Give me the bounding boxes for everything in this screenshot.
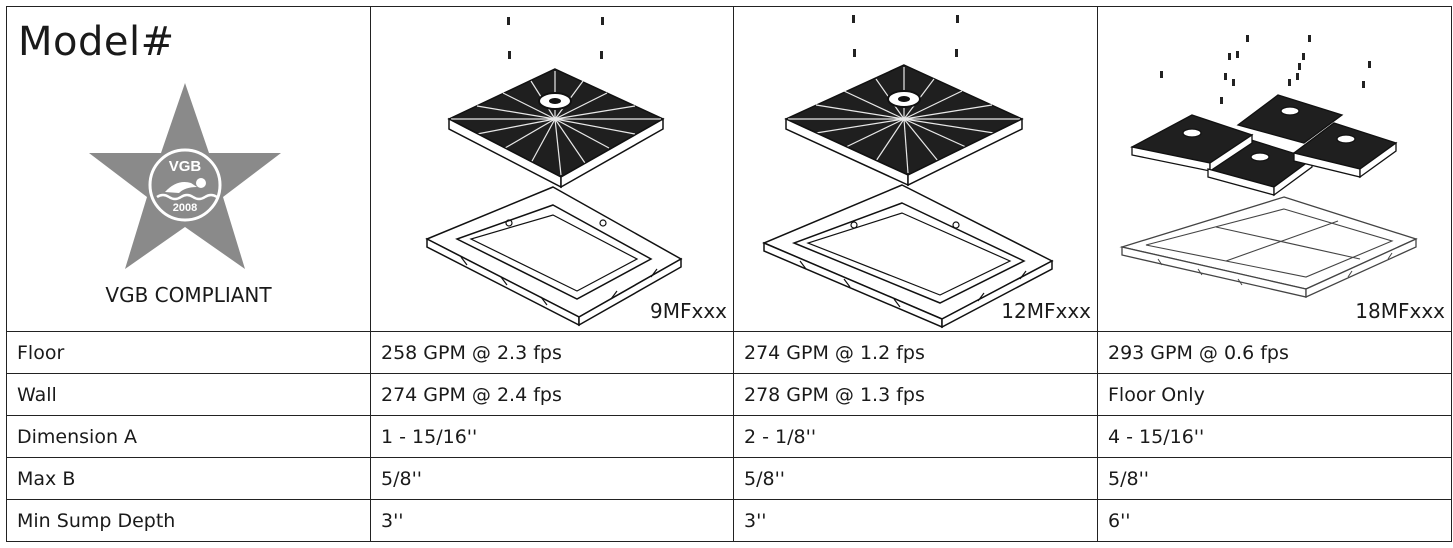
model-code-12mf: 12MFxxx <box>1001 299 1091 323</box>
swimmer-icon <box>156 178 218 201</box>
product-cell-18mf: 18MFxxx <box>1097 6 1452 332</box>
row-label: Dimension A <box>6 415 371 458</box>
row-value: 3'' <box>370 499 734 542</box>
product-cell-12mf: 12MFxxx <box>733 6 1098 332</box>
row-label: Wall <box>6 373 371 416</box>
table-row: Floor 258 GPM @ 2.3 fps 274 GPM @ 1.2 fp… <box>6 331 1452 374</box>
row-value: 5/8'' <box>1097 457 1452 500</box>
row-label: Floor <box>6 331 371 374</box>
model-code-9mf: 9MFxxx <box>650 299 727 323</box>
row-value: 4 - 15/16'' <box>1097 415 1452 458</box>
row-value: 5/8'' <box>733 457 1098 500</box>
badge-year-text: 2008 <box>173 202 197 214</box>
quad-drain-cover-exploded-icon <box>1119 35 1418 299</box>
row-value: Floor Only <box>1097 373 1452 416</box>
row-value: 1 - 15/16'' <box>370 415 734 458</box>
row-label: Min Sump Depth <box>6 499 371 542</box>
product-cell-9mf: 9MFxxx <box>370 6 734 332</box>
square-drain-cover-exploded-icon <box>425 17 683 327</box>
table-row: Max B 5/8'' 5/8'' 5/8'' <box>6 457 1452 500</box>
row-value: 2 - 1/8'' <box>733 415 1098 458</box>
square-drain-cover-exploded-icon <box>762 15 1054 329</box>
row-value: 3'' <box>733 499 1098 542</box>
vgb-star-icon: VGB 2008 <box>89 83 281 269</box>
row-value: 278 GPM @ 1.3 fps <box>733 373 1098 416</box>
row-value: 6'' <box>1097 499 1452 542</box>
badge-top-text: VGB <box>169 158 202 175</box>
row-value: 258 GPM @ 2.3 fps <box>370 331 734 374</box>
spec-table: Model# VGB 2008 VGB COMPLIANT <box>6 6 1452 542</box>
model-code-18mf: 18MFxxx <box>1355 299 1445 323</box>
table-row: Wall 274 GPM @ 2.4 fps 278 GPM @ 1.3 fps… <box>6 373 1452 416</box>
model-header-cell: Model# VGB 2008 VGB COMPLIANT <box>6 6 371 332</box>
row-label: Max B <box>6 457 371 500</box>
table-row: Min Sump Depth 3'' 3'' 6'' <box>6 499 1452 542</box>
table-row: Dimension A 1 - 15/16'' 2 - 1/8'' 4 - 15… <box>6 415 1452 458</box>
vgb-compliant-label: VGB COMPLIANT <box>105 283 272 307</box>
header-row: Model# VGB 2008 VGB COMPLIANT <box>6 6 1452 332</box>
row-value: 274 GPM @ 1.2 fps <box>733 331 1098 374</box>
row-value: 5/8'' <box>370 457 734 500</box>
model-title: Model# <box>18 19 175 65</box>
row-value: 293 GPM @ 0.6 fps <box>1097 331 1452 374</box>
row-value: 274 GPM @ 2.4 fps <box>370 373 734 416</box>
